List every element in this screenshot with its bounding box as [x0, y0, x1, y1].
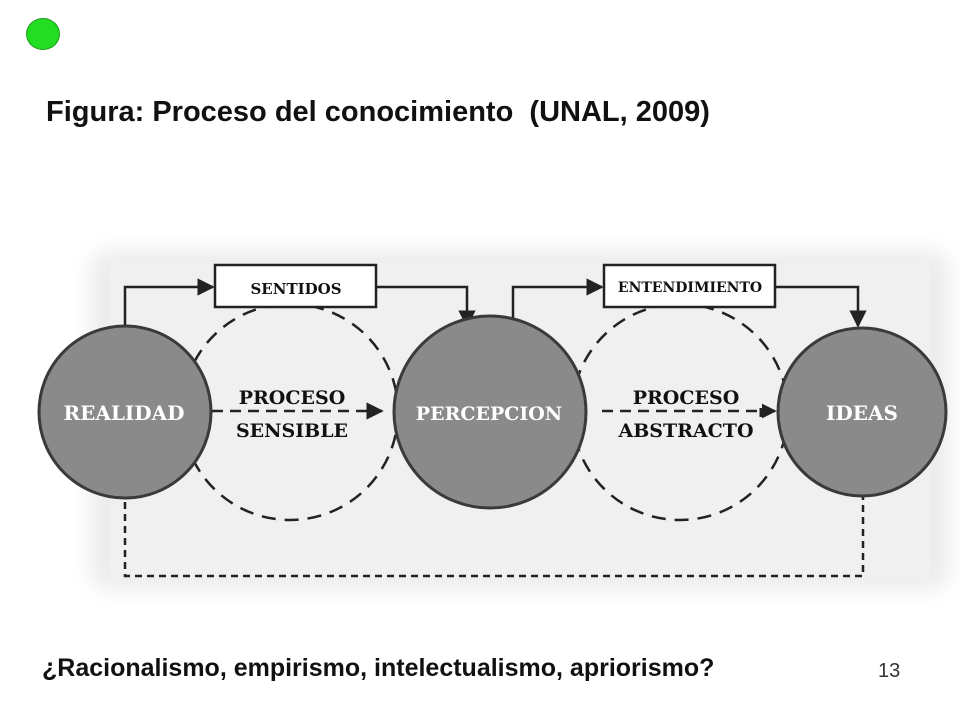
realidad-label: REALIDAD	[63, 401, 184, 425]
sentidos-box	[213, 263, 378, 309]
status-indicator-dot	[26, 18, 60, 50]
percepcion-node	[392, 314, 588, 510]
slide-number: 13	[878, 660, 901, 682]
ideas-label: IDEAS	[826, 401, 898, 425]
feedback-loop-dashed-line	[123, 490, 865, 578]
realidad-to-sentidos-arrow	[123, 278, 215, 335]
proceso-sensible-line2: SENSIBLE	[236, 420, 348, 442]
sentidos-label: SENTIDOS	[250, 280, 341, 298]
proceso-abstracto-line2: ABSTRACTO	[617, 420, 753, 442]
proceso-sensible-line1: PROCESO	[239, 387, 346, 409]
entendimiento-label: ENTENDIMIENTO	[618, 280, 762, 296]
closing-question: ¿Racionalismo, empirismo, intelectualism…	[42, 654, 715, 682]
sentidos-to-percepcion-arrow	[376, 285, 476, 328]
slide-title: Figura: Proceso del conocimiento (UNAL, …	[46, 96, 710, 128]
percepcion-label: PERCEPCION	[416, 403, 562, 425]
entendimiento-to-ideas-arrow	[775, 285, 867, 328]
ideas-node	[776, 326, 948, 498]
proceso-abstracto-line1: PROCESO	[633, 387, 740, 409]
realidad-node	[37, 324, 213, 500]
entendimiento-box	[602, 263, 777, 309]
percepcion-to-entendimiento-arrow	[511, 278, 604, 326]
